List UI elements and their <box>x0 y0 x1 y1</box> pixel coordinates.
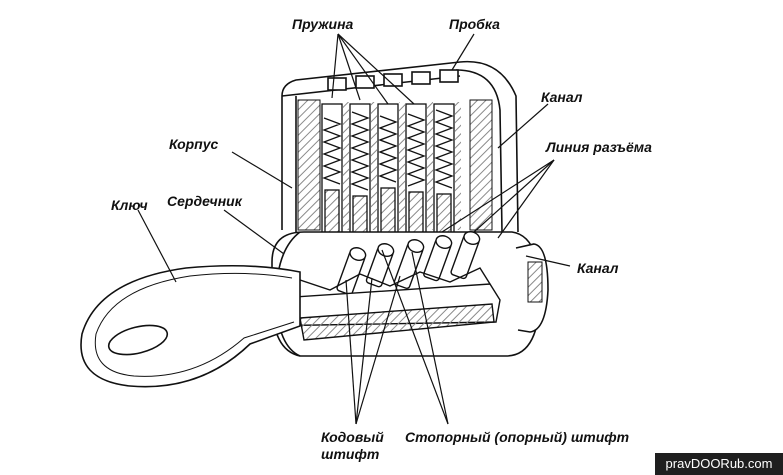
pin-stacks <box>321 103 455 241</box>
label-code-pin-line2: штифт <box>321 446 380 462</box>
label-core: Сердечник <box>167 193 242 209</box>
key-bow <box>80 264 301 388</box>
leader-lines <box>137 33 571 425</box>
label-shear-line: Линия разъёма <box>546 139 652 155</box>
label-channel-top: Канал <box>541 89 583 105</box>
label-code-pin-line1: Кодовый <box>321 429 384 445</box>
label-spring: Пружина <box>292 16 354 32</box>
label-housing: Корпус <box>169 136 219 152</box>
label-plug: Пробка <box>449 16 500 32</box>
watermark: pravDOORub.com <box>655 453 783 475</box>
housing-section-hatch <box>297 99 493 231</box>
label-driver-pin: Стопорный (опорный) штифт <box>405 429 630 445</box>
label-key: Ключ <box>111 197 148 213</box>
label-channel-bottom: Канал <box>577 260 619 276</box>
